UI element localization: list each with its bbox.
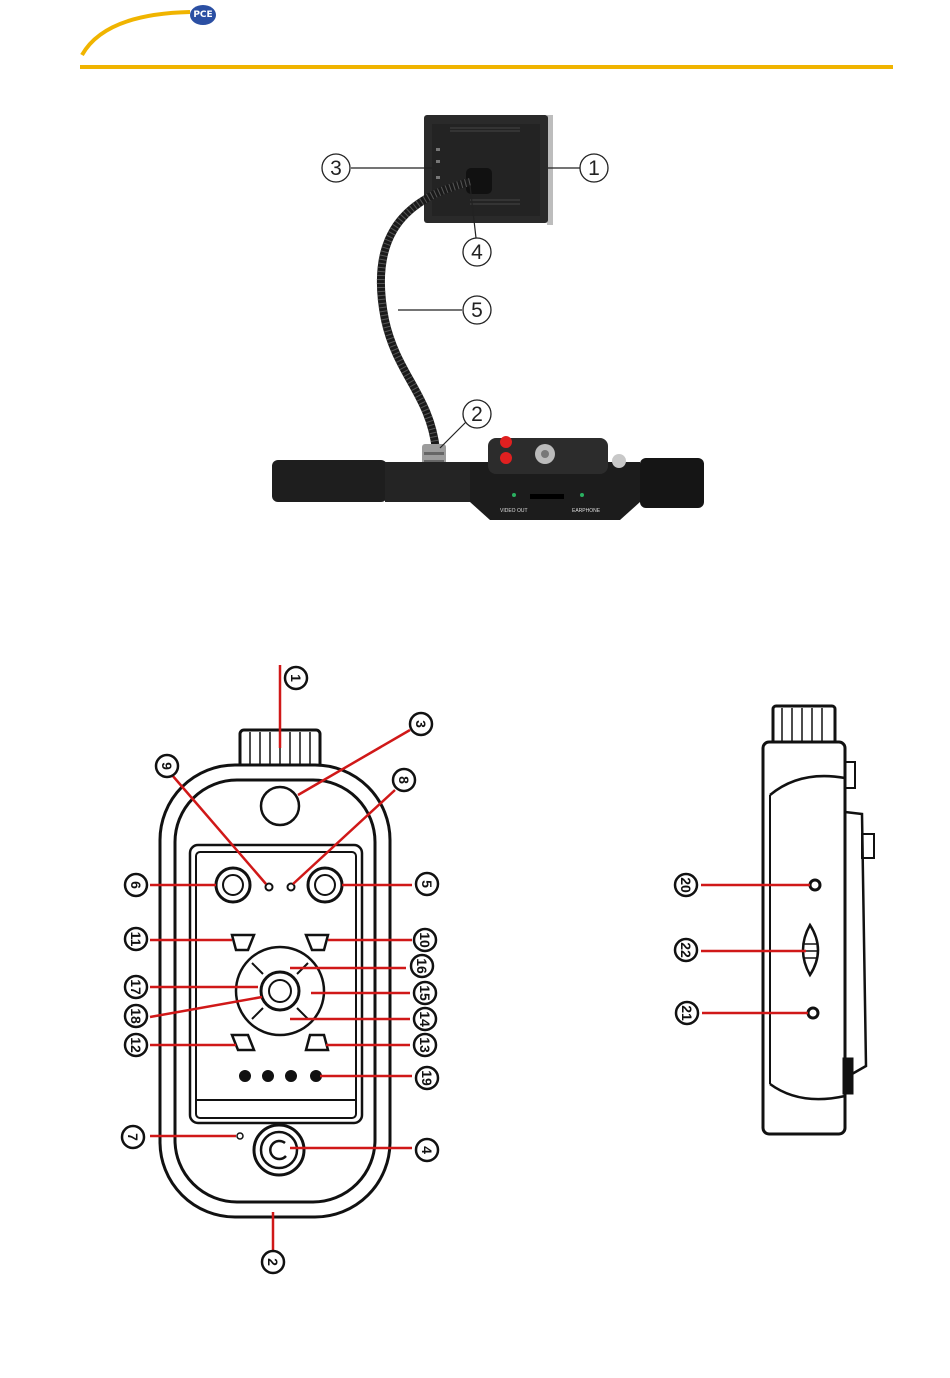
- side-callouts: 20 21 22: [675, 874, 698, 1024]
- front-callout-8: 8: [396, 776, 412, 784]
- front-callout-13: 13: [417, 1037, 433, 1053]
- front-callout-7: 7: [125, 1133, 141, 1141]
- side-callout-22: 22: [678, 942, 694, 958]
- front-callout-1: 1: [288, 674, 304, 682]
- front-callout-3: 3: [413, 720, 429, 728]
- photo-callout-3: 3: [330, 157, 342, 180]
- front-callout-18: 18: [128, 1008, 144, 1024]
- side-view-drawing: [763, 706, 874, 1134]
- earphone-label: EARPHONE: [572, 508, 601, 514]
- photo-callout-4: 4: [471, 241, 483, 264]
- front-callout-5: 5: [419, 880, 435, 888]
- front-callout-6: 6: [128, 881, 144, 889]
- front-callout-15: 15: [417, 985, 433, 1001]
- side-callout-21: 21: [679, 1005, 695, 1021]
- front-view-drawing: [160, 730, 390, 1217]
- front-callout-17: 17: [128, 979, 144, 995]
- side-callout-20: 20: [678, 877, 694, 893]
- photo-callout-1: 1: [588, 157, 600, 180]
- front-callout-10: 10: [417, 932, 433, 948]
- video-out-label: VIDEO OUT: [500, 508, 528, 514]
- front-callout-9: 9: [159, 762, 175, 770]
- front-callout-11: 11: [128, 932, 144, 947]
- front-callout-14: 14: [417, 1011, 433, 1027]
- front-callout-2: 2: [265, 1258, 281, 1266]
- front-callout-12: 12: [128, 1037, 144, 1053]
- front-callout-19: 19: [419, 1070, 435, 1086]
- photo-callout-2: 2: [471, 403, 483, 426]
- front-callout-4: 4: [419, 1146, 435, 1154]
- photo-callout-5: 5: [471, 299, 483, 322]
- front-callout-16: 16: [414, 958, 430, 974]
